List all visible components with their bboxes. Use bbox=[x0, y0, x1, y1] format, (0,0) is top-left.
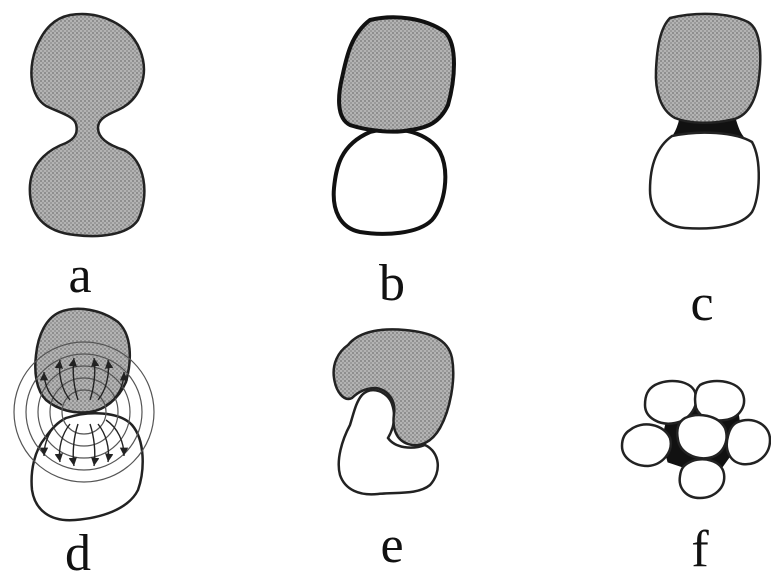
panel-d-figure bbox=[14, 309, 154, 520]
panel-b-white-particle bbox=[334, 129, 446, 234]
panel-c-figure bbox=[650, 14, 760, 229]
panel-e-figure bbox=[334, 329, 454, 494]
panel-a-figure bbox=[30, 14, 145, 236]
panel-d-label: d bbox=[48, 528, 108, 580]
panel-b-grey-particle bbox=[339, 17, 454, 131]
panel-e-label: e bbox=[362, 520, 422, 572]
panel-f-grain-left bbox=[622, 424, 671, 466]
panel-f-figure bbox=[622, 381, 770, 498]
panel-a-particle-pair bbox=[30, 14, 145, 236]
panel-f-grain-bottom bbox=[680, 459, 725, 498]
panel-a-label: a bbox=[50, 250, 110, 302]
panel-c-grey-particle bbox=[656, 14, 760, 123]
panel-f-label: f bbox=[670, 524, 730, 576]
panel-f-grain-right bbox=[727, 420, 770, 464]
panel-c-label: c bbox=[672, 278, 732, 330]
panel-b-figure bbox=[334, 17, 454, 234]
panel-b-label: b bbox=[362, 258, 422, 310]
panel-f-grain-center bbox=[677, 415, 726, 458]
panel-c-white-particle bbox=[650, 133, 759, 229]
